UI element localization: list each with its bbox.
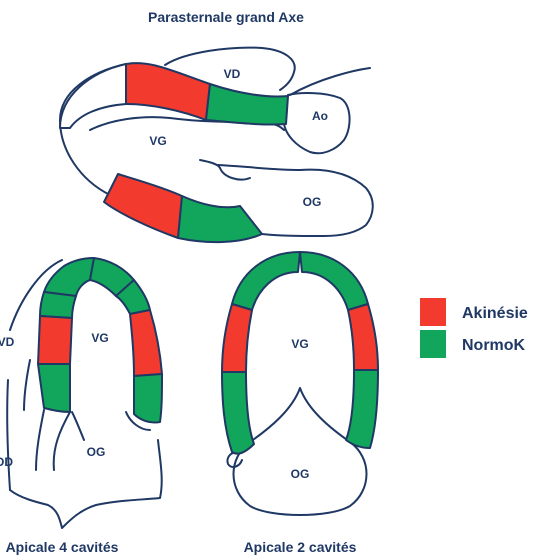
a2c-vg-label: VG: [291, 337, 308, 351]
plax-title: Parasternale grand Axe: [148, 9, 304, 25]
a2c-auricle: [226, 451, 243, 468]
a4c-septal-green: [43, 257, 95, 297]
plax-posterior-normokinetic: [177, 195, 263, 244]
a2c-title: Apicale 2 cavités: [244, 539, 357, 555]
plax-septum-akinetic: [125, 62, 211, 121]
a4c-vd-label: VD: [0, 335, 15, 349]
a4c-atria-outline: [9, 411, 163, 529]
a2c-og-label: OG: [291, 467, 310, 481]
legend-label-normok: NormoK: [462, 337, 526, 354]
a2c-og-outline: [232, 387, 368, 516]
legend-swatch-normok: [420, 330, 446, 358]
a4c-septum-akinetic: [37, 315, 73, 365]
a4c-lateral-green-basal: [133, 373, 163, 424]
plax-apex-wall: [59, 63, 127, 129]
a2c-inferior-akinetic: [221, 303, 253, 373]
a4c-view: [6, 257, 163, 529]
plax-aorta-outline: [283, 92, 351, 155]
a2c-anterior-green: [345, 369, 379, 449]
a2c-apex-green-right: [299, 251, 369, 311]
a4c-septum-green-mid: [39, 291, 77, 319]
a4c-og-label: OG: [87, 445, 106, 459]
a2c-inferior-green: [221, 371, 255, 455]
plax-og-label: OG: [303, 195, 322, 209]
plax-rv-outline: [164, 46, 296, 91]
plax-view: Parasternale grand Axe: [59, 9, 374, 244]
a4c-vg-label: VG: [91, 331, 108, 345]
a2c-view: [221, 251, 379, 516]
plax-ao-label: Ao: [312, 109, 328, 123]
a4c-right-inner: [23, 359, 45, 471]
a4c-og-outline: [71, 411, 151, 441]
a2c-apex-green-left: [231, 251, 301, 311]
a4c-od-label: OD: [0, 455, 13, 469]
plax-posterior-akinetic: [103, 173, 183, 239]
legend: Akinésie NormoK: [420, 298, 528, 358]
legend-label-akinesie: Akinésie: [462, 305, 528, 322]
a4c-title: Apicale 4 cavités: [6, 539, 119, 555]
plax-vd-label: VD: [224, 67, 241, 81]
plax-vg-label: VG: [149, 134, 166, 148]
plax-og-outline: [217, 164, 374, 237]
a2c-anterior-akinetic: [347, 303, 379, 371]
plax-septum-normokinetic: [205, 83, 289, 126]
plax-mitral-line: [199, 159, 251, 181]
legend-swatch-akinesie: [420, 298, 446, 326]
a4c-lateral-akinetic: [129, 309, 163, 377]
a4c-septum-green-basal: [37, 363, 71, 413]
a4c-right-outline: [6, 259, 63, 491]
